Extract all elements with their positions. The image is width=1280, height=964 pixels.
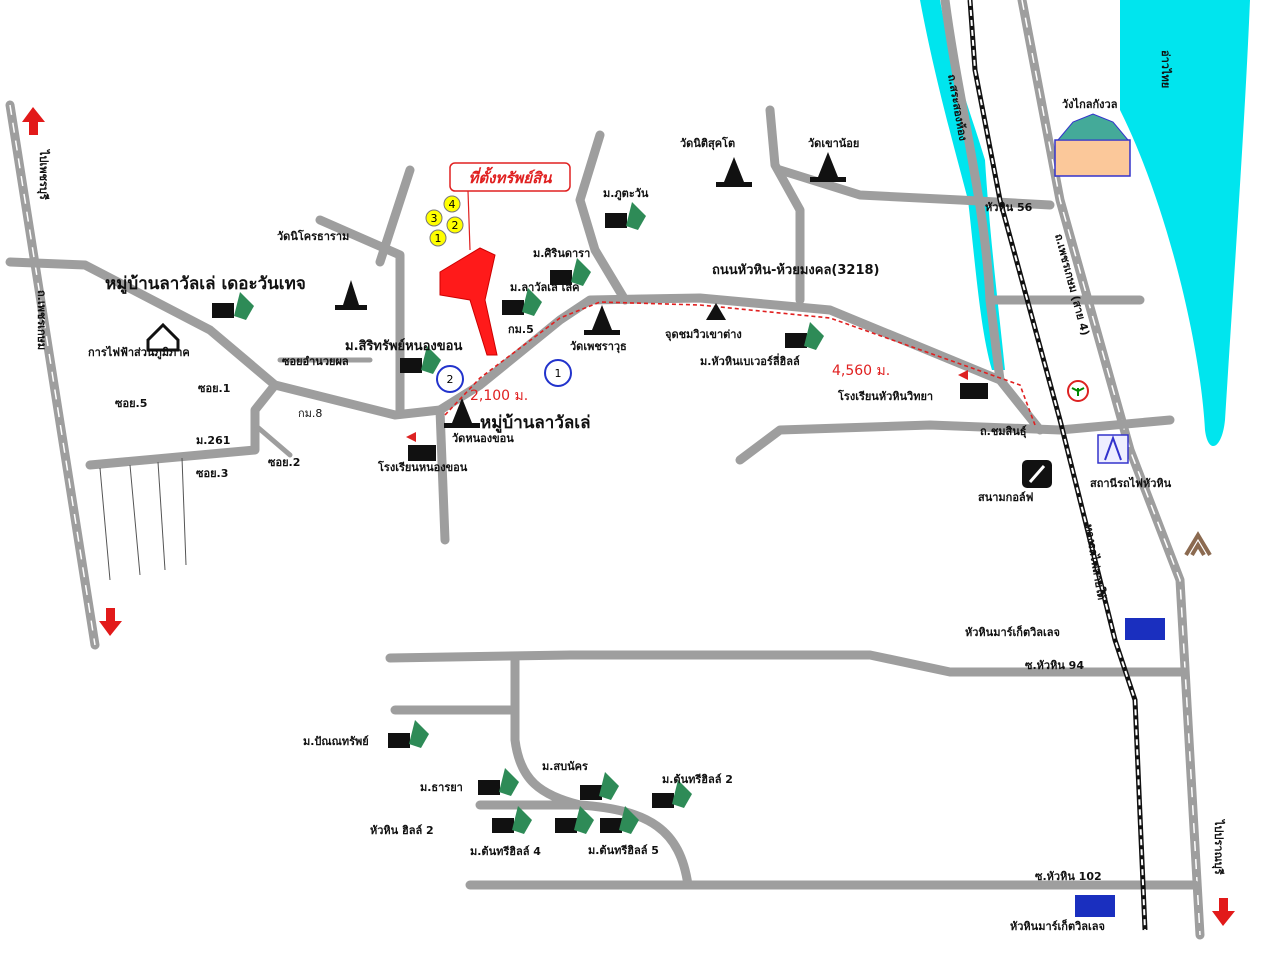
- station-icon: [1097, 434, 1129, 464]
- sea-label: อ่าวไทย: [1159, 50, 1173, 88]
- svg-text:2: 2: [452, 219, 459, 232]
- village-icon: [785, 322, 824, 350]
- label-wat-nongkhon: วัดหนองขอน: [452, 432, 514, 445]
- temple-icon: [444, 398, 480, 428]
- village-icon: [502, 288, 542, 316]
- bank-icon: [1067, 380, 1089, 402]
- roads: [5, 0, 1205, 940]
- label-pea: การไฟฟ้าส่วนภูมิภาค: [88, 345, 190, 360]
- distance-short: 2,100 ม.: [470, 388, 528, 404]
- village-icon: [580, 772, 619, 800]
- label-lavalle-lake: ม.ลาวัลเล่ เลค: [510, 281, 579, 294]
- arrow-down-icon: [99, 608, 122, 636]
- label-lavalle-vantage: หมู่บ้านลาวัลเล่ เดอะวันเทจ: [105, 274, 306, 295]
- office-icon: [146, 322, 180, 352]
- label-railway: ทางรถไฟสายใต้: [1082, 523, 1109, 601]
- village-icon: [492, 806, 532, 834]
- svg-text:3: 3: [431, 212, 438, 225]
- village-icons: [212, 202, 824, 834]
- village-icon: [555, 806, 594, 834]
- label-tonhill4: ม.ต้นทรีฮิลล์ 4: [470, 845, 541, 858]
- label-station: สถานีรถไฟหัวหิน: [1090, 476, 1172, 490]
- label-palace: วังไกลกังวล: [1062, 97, 1118, 111]
- village-icon: [400, 346, 441, 374]
- label-soi94: ซ.หัวหิน 94: [1025, 659, 1084, 672]
- label-road-3218: ถนนหัวหิน-ห้วยมงคล(3218): [712, 262, 880, 278]
- svg-text:1: 1: [435, 232, 442, 245]
- market-icon: [1075, 618, 1165, 917]
- label-soi-amnuayphon: ซอยอำนวยผล: [282, 355, 349, 368]
- viewpoint-icon: [706, 303, 726, 320]
- label-sobnak: ม.สบนัคร: [542, 760, 588, 773]
- label-sirisap: ม.สิริทรัพย์หนองขอน: [345, 338, 462, 354]
- label-golf: สนามกอล์ฟ: [978, 491, 1034, 504]
- label-soi3: ซอย.3: [196, 467, 228, 480]
- temple-icon: [716, 157, 752, 187]
- label-pannasap: ม.ปัณณทรัพย์: [303, 735, 369, 748]
- label-soi5: ซอย.5: [115, 397, 147, 410]
- label-market-2: หัวหินมาร์เก็ตวิลเลจ: [1010, 919, 1105, 933]
- village-icon: [388, 720, 429, 748]
- svg-text:1: 1: [555, 367, 562, 380]
- label-wat-nitisukkhato: วัดนิติสุคโต: [680, 136, 735, 151]
- label-wat-phetcharawut: วัดเพชราวุธ: [570, 340, 627, 354]
- label-market-1: หัวหินมาร์เก็ตวิลเลจ: [965, 625, 1060, 639]
- label-m261: ม.261: [196, 434, 230, 447]
- temple-icon: [584, 305, 620, 335]
- label-km8: กม.8: [298, 407, 322, 420]
- label-huahin56: หัวหิน 56: [985, 201, 1033, 214]
- label-soi102: ซ.หัวหิน 102: [1035, 870, 1102, 883]
- label-km5: กม.5: [508, 323, 534, 336]
- arrow-down-icon: [1212, 898, 1235, 926]
- svg-text:2: 2: [447, 373, 454, 386]
- village-icon: [550, 258, 591, 286]
- property-title: ที่ตั้งทรัพย์สิน: [469, 166, 553, 187]
- distance-long: 4,560 ม.: [832, 363, 890, 379]
- label-school-nongkhon: โรงเรียนหนองขอน: [377, 460, 468, 474]
- property-marker: ที่ตั้งทรัพย์สิน: [439, 162, 571, 356]
- village-icon: [212, 292, 254, 320]
- school-icon: [406, 370, 988, 461]
- landmark-icon: [1184, 531, 1212, 557]
- label-tharaya: ม.ธารยา: [420, 781, 463, 794]
- label-chomsin: ถ.ชมสินธุ์: [980, 425, 1027, 439]
- svg-text:4: 4: [449, 198, 456, 211]
- label-hhhill2: หัวหิน ฮิลล์ 2: [370, 824, 434, 837]
- label-wat-khaonoi: วัดเขาน้อย: [808, 137, 859, 150]
- temple-icon: [810, 152, 846, 182]
- village-icon: [652, 780, 692, 808]
- arrow-up-icon: [22, 107, 45, 135]
- label-phutawan: ม.ภูตะวัน: [603, 187, 649, 201]
- temple-icons: [335, 152, 846, 428]
- label-soi1: ซอย.1: [198, 382, 230, 395]
- palace-icon: [1054, 113, 1131, 177]
- sea-area: [1120, 0, 1250, 447]
- village-icon: [605, 202, 646, 230]
- label-viewpoint: จุดชมวิวเขาต่าง: [665, 328, 742, 342]
- label-sirindara: ม.ศิรินดารา: [533, 247, 590, 260]
- label-tonhill2: ม.ต้นทรีฮิลล์ 2: [662, 773, 733, 786]
- label-soi2: ซอย.2: [268, 456, 300, 469]
- label-wat-nikrot: วัดนิโครธาราม: [277, 229, 349, 243]
- label-to-pranburi: ไปปราณบุรี: [1211, 818, 1226, 875]
- village-icon: [478, 768, 519, 796]
- canal: [920, 0, 1005, 370]
- small-lanes: [99, 457, 187, 581]
- label-school-huahin: โรงเรียนหัวหินวิทยา: [837, 389, 933, 403]
- golf-icon: [1022, 460, 1052, 488]
- village-icon: [600, 806, 639, 834]
- label-to-phetchaburi: ไปเพชรบุรี: [36, 148, 51, 200]
- temple-icon: [335, 280, 367, 310]
- yellow-markers: 4 3 2 1: [425, 195, 464, 247]
- railway: [967, 0, 1148, 931]
- label-lavalle: หมู่บ้านลาวัลเล่: [480, 413, 591, 434]
- label-tonhill5: ม.ต้นทรีฮิลล์ 5: [588, 844, 659, 857]
- blue-markers: 2 1: [436, 359, 572, 393]
- label-beverly: ม.หัวหินเบเวอร์ลี่ฮิลล์: [700, 353, 800, 368]
- label-phetkasem-left: ถ.เพชรเกษม: [35, 290, 48, 350]
